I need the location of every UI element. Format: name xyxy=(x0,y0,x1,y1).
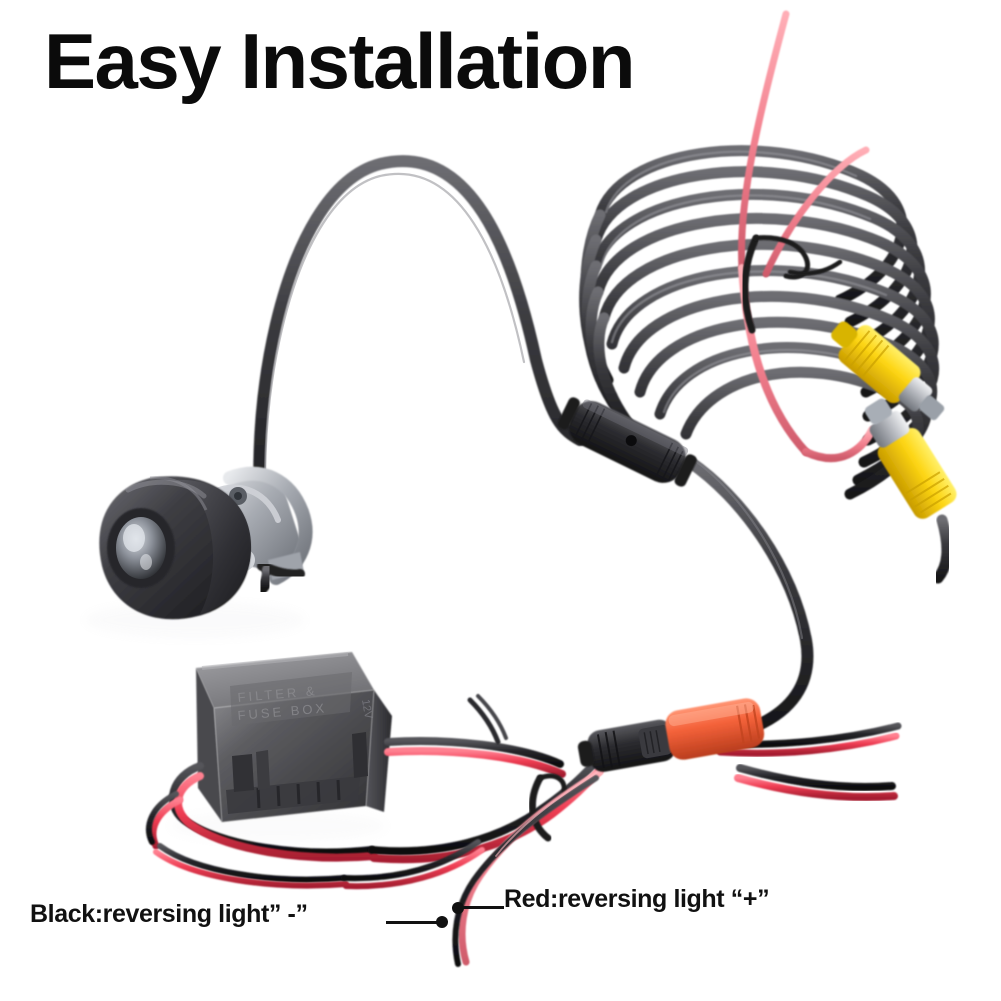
filter-fuse-box: FILTER & FUSE BOX 12V xyxy=(170,652,392,842)
rca-cable-tail xyxy=(932,514,953,584)
box-embossed-line1: FILTER & xyxy=(237,683,318,705)
power-connector-assembly xyxy=(577,698,765,772)
stripped-wire-tip xyxy=(467,694,508,745)
camera-assembly xyxy=(85,466,313,638)
rca-plug-female xyxy=(864,398,957,519)
inline-connector xyxy=(557,397,697,487)
page-title: Easy Installation xyxy=(44,17,636,105)
leader-dot-black xyxy=(436,916,448,928)
trigger-wire-black xyxy=(452,775,599,967)
cable-tie-power xyxy=(528,774,552,842)
leader-line-black xyxy=(386,921,442,924)
rca-plug-male xyxy=(831,321,945,421)
trigger-wire-pair xyxy=(452,767,605,967)
loose-wire-ends xyxy=(146,791,485,890)
cable-tie-coil xyxy=(741,234,843,334)
leader-dot-red xyxy=(452,902,464,914)
camera-cable xyxy=(253,155,814,732)
callout-red-wire: Red:reversing light “+” xyxy=(504,885,770,913)
power-wire-bundle xyxy=(168,722,902,864)
callout-black-wire: Black:reversing light” -” xyxy=(30,900,308,928)
svg-text:12V: 12V xyxy=(359,698,374,720)
leader-line-red xyxy=(462,906,504,909)
